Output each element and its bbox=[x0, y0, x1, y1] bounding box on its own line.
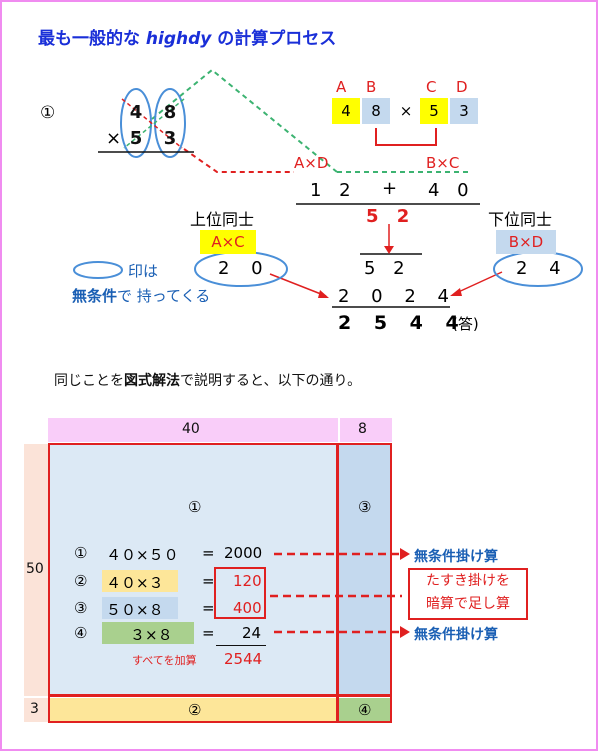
top-diagram-lines bbox=[73, 68, 583, 308]
hl-50x8 bbox=[102, 597, 178, 619]
digit-5: 5 bbox=[129, 128, 143, 149]
line3-mark: ③ bbox=[74, 599, 88, 617]
quadrant-3 bbox=[339, 444, 391, 696]
note2-line2: 暗算で足し算 bbox=[426, 596, 510, 612]
cell-times: × bbox=[399, 102, 413, 120]
line1-eq: = bbox=[202, 544, 215, 562]
cell-d: 3 bbox=[450, 98, 478, 124]
row-header-50 bbox=[24, 444, 48, 696]
lower-label: 下位同士 bbox=[488, 210, 553, 229]
sum-val: 2544 bbox=[224, 650, 263, 668]
row2-label: 3 bbox=[30, 701, 39, 717]
row-40: 4 0 bbox=[428, 180, 475, 201]
line1-expr: ４０×５０ bbox=[106, 546, 179, 564]
q2-marker: ② bbox=[188, 701, 202, 719]
line3-eq: = bbox=[202, 599, 215, 617]
label-bxc: B×C bbox=[426, 154, 460, 172]
line4-eq: = bbox=[202, 624, 215, 642]
note3: 無条件掛け算 bbox=[414, 627, 498, 643]
note-arrows bbox=[270, 548, 410, 638]
label-axd: A×D bbox=[294, 154, 329, 172]
col-header-8 bbox=[340, 418, 392, 442]
quadrant-4 bbox=[339, 698, 391, 722]
cell-b: 8 bbox=[362, 98, 390, 124]
q4-marker: ④ bbox=[358, 701, 372, 719]
val-2024: 2 0 2 4 bbox=[338, 286, 457, 307]
box-bxd: B×D bbox=[496, 230, 556, 254]
cell-c: 5 bbox=[420, 98, 448, 124]
title-italic: highdy bbox=[145, 29, 212, 49]
legend-mark: 印は bbox=[128, 262, 159, 280]
sum-underline bbox=[216, 645, 266, 646]
line4-expr: ３×８ bbox=[130, 626, 173, 644]
letter-d: D bbox=[456, 78, 468, 96]
line2-val: 120 bbox=[233, 572, 262, 590]
quadrant-2 bbox=[49, 698, 337, 722]
mid-52: 5 2 bbox=[364, 258, 411, 279]
q1-marker: ① bbox=[188, 498, 202, 516]
letter-c: C bbox=[426, 78, 437, 96]
line3-expr: ５０×８ bbox=[106, 601, 164, 619]
row-12: 1 2 bbox=[310, 180, 357, 201]
line2-mark: ② bbox=[74, 572, 88, 590]
digit-3: 3 bbox=[163, 128, 177, 149]
col-header-40 bbox=[48, 418, 338, 442]
box-axc: A×C bbox=[200, 230, 256, 254]
col1-label: 40 bbox=[182, 421, 200, 437]
sum-label: すべてを加算 bbox=[132, 654, 197, 667]
note1: 無条件掛け算 bbox=[414, 549, 498, 565]
sum-52: 5 2 bbox=[366, 206, 416, 227]
line2-eq: = bbox=[202, 572, 215, 590]
val-24: 2 4 bbox=[516, 258, 569, 279]
plus-sign: + bbox=[382, 178, 398, 199]
hl-40x3 bbox=[102, 570, 178, 592]
cell-a: 4 bbox=[332, 98, 360, 124]
digit-8: 8 bbox=[163, 102, 177, 123]
letter-b: B bbox=[366, 78, 377, 96]
note2-box: たすき掛けを 暗算で足し算 bbox=[408, 568, 528, 620]
page-title: 最も一般的な highdy の計算プロセス bbox=[38, 29, 337, 49]
line1-val: 2000 bbox=[224, 544, 263, 562]
hl-3x8 bbox=[102, 622, 194, 644]
letter-a: A bbox=[336, 78, 347, 96]
digit-4: 4 bbox=[129, 102, 143, 123]
line4-mark: ④ bbox=[74, 624, 88, 642]
quadrant-1 bbox=[49, 444, 337, 696]
col2-label: 8 bbox=[358, 421, 367, 437]
line4-val: 24 bbox=[242, 624, 262, 642]
multiply-sign: × bbox=[106, 128, 122, 149]
note2-line1: たすき掛けを bbox=[426, 573, 510, 589]
box-120-400 bbox=[214, 567, 266, 619]
val-20: 2 0 bbox=[218, 258, 271, 279]
answer-label: (答) bbox=[452, 315, 479, 333]
border-q4 bbox=[337, 695, 392, 723]
answer-2544: 2 5 4 4 bbox=[338, 312, 467, 334]
line1-mark: ① bbox=[74, 544, 88, 562]
upper-label: 上位同士 bbox=[190, 210, 255, 229]
q3-marker: ③ bbox=[358, 498, 372, 516]
line2-expr: ４０×３ bbox=[106, 574, 164, 592]
line3-val: 400 bbox=[233, 599, 262, 617]
legend-text: 無条件で 持ってくる bbox=[72, 287, 211, 305]
row-header-3 bbox=[24, 698, 48, 722]
row1-label: 50 bbox=[26, 561, 44, 577]
description: 同じことを図式解法で説明すると、以下の通り。 bbox=[54, 373, 362, 389]
step-marker: ① bbox=[40, 103, 56, 123]
